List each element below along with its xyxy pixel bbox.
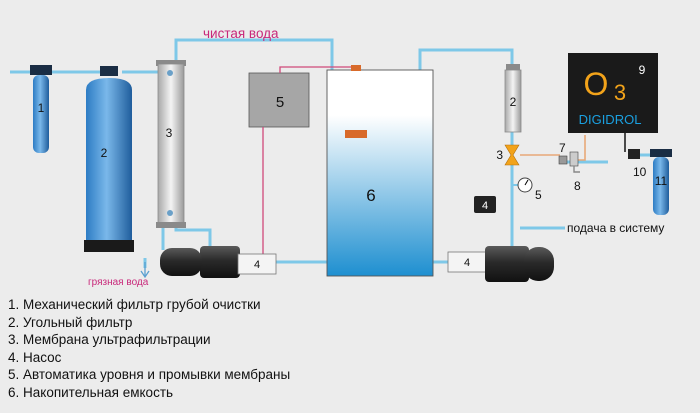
brand-name: DIGIDROL — [579, 112, 642, 127]
legend-item-3: 3. Мембрана ультрафильтрации — [8, 332, 211, 347]
clean-water-label: чистая вода — [203, 26, 279, 41]
legend-item-4: 4. Насос — [8, 349, 62, 365]
storage-tank: 6 — [326, 65, 434, 277]
ozone-o: O — [584, 66, 609, 102]
carbon-filter: 2 — [84, 66, 134, 252]
pressure-gauge: 5 — [512, 177, 542, 202]
label-8: 8 — [574, 179, 581, 193]
label-11: 11 — [655, 174, 668, 188]
pipes — [10, 38, 608, 268]
label-2-right: 2 — [510, 95, 517, 109]
carbon-filter-small: 2 — [504, 64, 522, 133]
label-3: 3 — [166, 126, 173, 140]
uf-membrane: 3 — [156, 60, 186, 228]
dirty-water-label: грязная вода — [88, 277, 149, 288]
supply-label: подача в систему — [567, 221, 664, 235]
pump-left: 4 — [160, 246, 277, 278]
legend: 1. Механический фильтр грубой очистки 2.… — [8, 296, 290, 401]
filter-11-assembly: 10 11 — [624, 133, 672, 215]
label-7: 7 — [559, 141, 566, 155]
pump-tag: 4 — [474, 196, 496, 213]
label-10: 10 — [633, 165, 647, 179]
label-4-tag: 4 — [482, 200, 488, 212]
label-5: 5 — [276, 94, 284, 111]
pump-right: 4 — [447, 246, 554, 282]
legend-item-1: 1. Механический фильтр грубой очистки — [8, 297, 261, 312]
coarse-filter: 1 — [30, 65, 52, 153]
label-4-right: 4 — [464, 257, 470, 269]
legend-item-6: 6. Накопительная емкость — [8, 384, 174, 400]
ozone-generator: O 3 9 DIGIDROL — [568, 53, 658, 133]
ozone-9: 9 — [639, 63, 646, 77]
label-3-right: 3 — [496, 148, 503, 162]
label-2: 2 — [101, 146, 108, 160]
label-6: 6 — [366, 186, 375, 205]
legend-item-2: 2. Угольный фильтр — [8, 314, 133, 330]
label-1: 1 — [38, 101, 45, 115]
valve-7: 7 8 — [558, 141, 581, 193]
injector: 3 — [496, 144, 520, 166]
label-5-right: 5 — [535, 188, 542, 202]
label-4-left: 4 — [254, 259, 260, 271]
ozone-3: 3 — [614, 80, 626, 105]
legend-item-5: 5. Автоматика уровня и промывки мембраны — [8, 367, 291, 382]
ozone-line — [520, 135, 586, 161]
automation-unit: 5 — [248, 72, 310, 128]
